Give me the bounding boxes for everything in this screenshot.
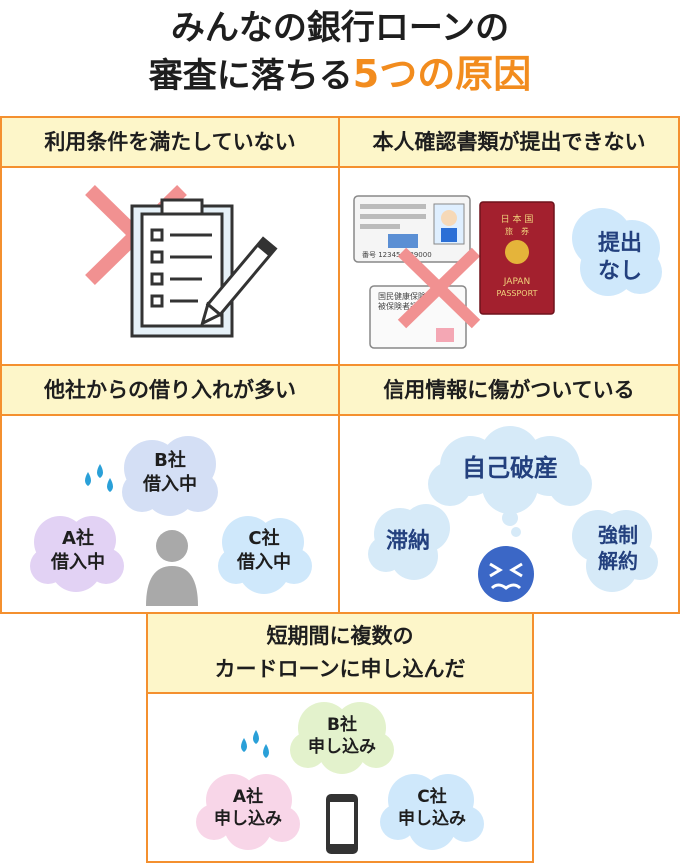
panel-multiple-applications: 短期間に複数の カードローンに申し込んだ B社 (146, 612, 534, 863)
panel-body: B社 借入中 A社 借入中 C社 借入中 (2, 416, 338, 612)
cloud-b (122, 436, 218, 516)
documents-illustration: 番号 123456789000 国民健康保険 被保険者証 日 本 国 旅 券 J… (353, 195, 662, 349)
smartphone-icon (326, 794, 358, 854)
speech-cloud (572, 208, 662, 296)
cloud-b-line1: B社 (327, 714, 357, 735)
cloud-b-line2: 借入中 (142, 473, 197, 495)
cloud-b-line2: 申し込み (308, 736, 376, 757)
credit-illustration: 自己破産 滞納 強制 解約 (368, 426, 658, 602)
cloud-b-line1: B社 (154, 449, 186, 471)
cross-mark-icon (397, 247, 481, 329)
panel-heading: 利用条件を満たしていない (2, 118, 338, 168)
insurance-title-1: 国民健康保険 (378, 291, 426, 301)
word-delinquency: 滞納 (386, 528, 430, 554)
cloud-a (30, 516, 124, 592)
person-icon (146, 530, 198, 606)
panel-credit-history: 信用情報に傷がついている 自己破産 滞納 強制 解約 (338, 364, 680, 614)
pencil-icon (200, 236, 278, 327)
title-prefix: 審査に落ちる (148, 56, 353, 96)
cloud-c (380, 774, 484, 850)
thought-cloud (368, 426, 658, 592)
panel-other-loans: 他社からの借り入れが多い B (0, 364, 340, 614)
word-forced-2: 解約 (598, 549, 638, 573)
cloud-a-line2: 申し込み (214, 808, 282, 829)
cloud-c-line1: C社 (417, 786, 446, 807)
passport-sub-text: 旅 券 (505, 226, 529, 236)
panel-heading: 他社からの借り入れが多い (2, 366, 338, 416)
panel-body: 番号 123456789000 国民健康保険 被保険者証 日 本 国 旅 券 J… (340, 168, 678, 364)
sweat-drop-icon (85, 464, 113, 492)
passport-country-text: JAPAN (503, 277, 530, 287)
panel-body: 自己破産 滞納 強制 解約 (340, 416, 678, 612)
page-title-line1: みんなの銀行ローンの (170, 8, 510, 48)
bubble-line1: 提出 (598, 230, 642, 256)
cloud-b (290, 702, 394, 774)
cloud-c-line2: 借入中 (236, 551, 291, 573)
insurance-title-2: 被保険者証 (378, 301, 418, 311)
bubble-line2: なし (598, 259, 642, 284)
license-number-text: 番号 123456789000 (362, 251, 432, 259)
cloud-c-line1: C社 (248, 527, 279, 549)
panel-heading: 本人確認書類が提出できない (340, 118, 678, 168)
cloud-a-line2: 借入中 (50, 551, 105, 573)
insurance-card-icon (369, 285, 467, 349)
page-title-line2: 審査に落ちる5つの原因 (0, 52, 680, 98)
title-highlight: 5つの原因 (352, 52, 532, 96)
stressed-face-icon (478, 546, 534, 602)
panel-identity-documents: 本人確認書類が提出できない 番号 123456789000 国民健康保険 被保険… (338, 116, 680, 366)
panel-usage-conditions: 利用条件を満たしていない (0, 116, 340, 366)
passport-top-text: 日 本 国 (501, 213, 534, 225)
word-forced-1: 強制 (598, 523, 638, 547)
panel-heading-line1: 短期間に複数の (266, 624, 414, 648)
panel-heading: 短期間に複数の カードローンに申し込んだ (148, 614, 532, 694)
panel-body: B社 申し込み A社 申し込み C社 申し込み (148, 694, 532, 861)
panel-heading: 信用情報に傷がついている (340, 366, 678, 416)
cloud-c-line2: 申し込み (398, 808, 466, 829)
passport-label-text: PASSPORT (497, 289, 538, 298)
cloud-a-line1: A社 (233, 786, 263, 807)
passport-icon (479, 201, 555, 315)
application-illustration: B社 申し込み A社 申し込み C社 申し込み (196, 702, 484, 854)
cloud-c (218, 516, 312, 594)
panel-heading-line2: カードローンに申し込んだ (214, 657, 466, 681)
clipboard-checklist-icon (85, 184, 278, 338)
panel-body (2, 168, 338, 364)
word-bankruptcy: 自己破産 (462, 454, 558, 482)
cloud-a-line1: A社 (62, 527, 94, 549)
borrowing-illustration: B社 借入中 A社 借入中 C社 借入中 (30, 436, 312, 606)
sweat-drop-icon (241, 730, 269, 758)
cloud-a (196, 774, 300, 850)
